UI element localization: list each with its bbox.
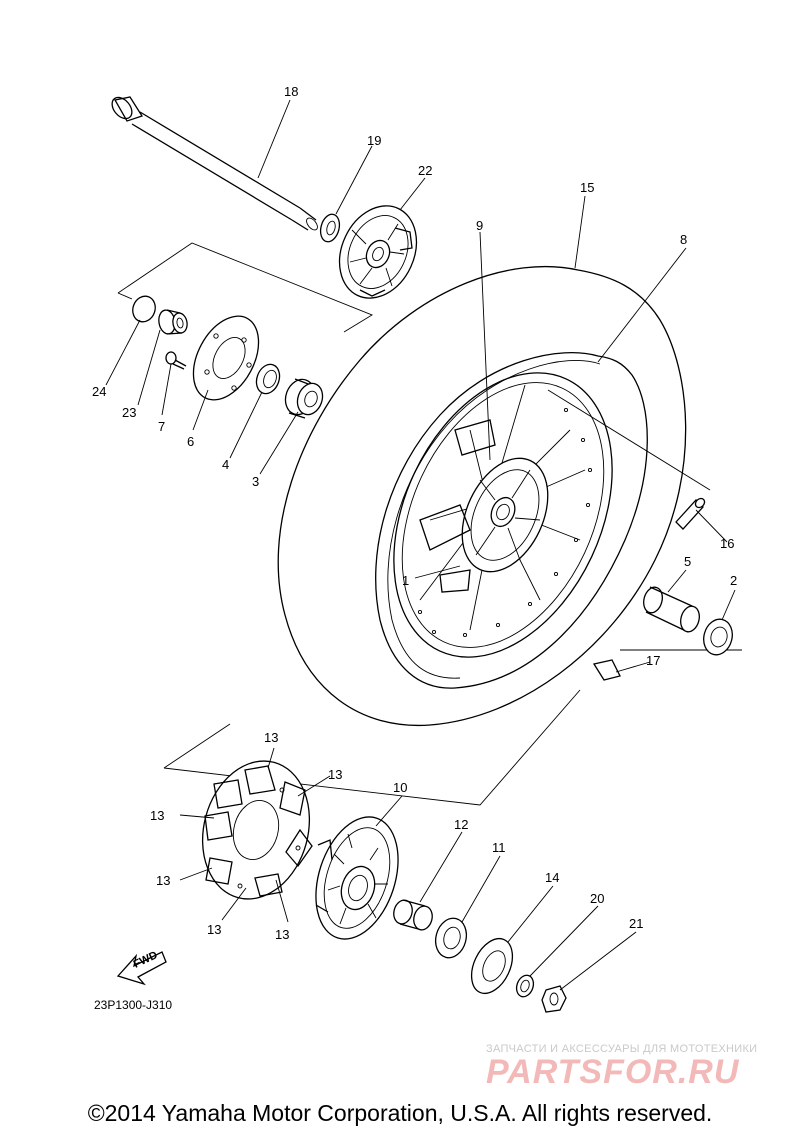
label-13-lower-left: 13 (156, 873, 170, 888)
rim-spoke-holes (417, 407, 593, 638)
collar-part-12 (393, 899, 433, 931)
label-1: 1 (402, 573, 409, 588)
label-13-right: 13 (328, 767, 342, 782)
label-15: 15 (580, 180, 594, 195)
cover-part-22 (338, 205, 418, 299)
label-5: 5 (684, 554, 691, 569)
sprocket-hub-part-10 (315, 816, 399, 940)
label-21: 21 (629, 916, 643, 931)
tire-part-15 (277, 265, 687, 727)
part-labels: 18 19 22 15 9 8 24 23 7 6 4 3 1 16 5 2 1… (92, 84, 737, 942)
copyright-notice: ©2014 Yamaha Motor Corporation, U.S.A. A… (87, 1100, 713, 1126)
label-19: 19 (367, 133, 381, 148)
label-3: 3 (252, 474, 259, 489)
watermark-subtitle: ЗАПЧАСТИ И АКСЕССУАРЫ ДЛЯ МОТОТЕХНИКИ (486, 1043, 758, 1055)
bearing-part-3 (284, 378, 324, 419)
forward-arrow-icon (116, 951, 167, 986)
label-6: 6 (187, 434, 194, 449)
label-20: 20 (590, 891, 604, 906)
label-7: 7 (158, 419, 165, 434)
label-14: 14 (545, 870, 559, 885)
group-outline-right (547, 389, 742, 651)
disc-part-6 (192, 315, 260, 401)
bolt-part-7 (165, 351, 187, 370)
label-17: 17 (646, 653, 660, 668)
washer-part-19 (319, 213, 341, 243)
label-13-left: 13 (150, 808, 164, 823)
label-11: 11 (492, 840, 506, 855)
label-4: 4 (222, 457, 229, 472)
label-8: 8 (680, 232, 687, 247)
washer-part-20 (515, 974, 535, 998)
label-10: 10 (393, 780, 407, 795)
leader-lines (105, 99, 736, 991)
label-13-top: 13 (264, 730, 278, 745)
rim-assembly (393, 372, 613, 658)
drawing-code: 23P1300-J310 (94, 998, 173, 1012)
label-12: 12 (454, 817, 468, 832)
spacer-part-5 (643, 586, 700, 633)
label-9: 9 (476, 218, 483, 233)
damper-cluster-part-13 (201, 760, 313, 900)
label-13-bottom-right: 13 (275, 927, 289, 942)
collar-part-23 (158, 309, 188, 335)
axle-part-18 (111, 96, 318, 231)
group-outline-left (117, 242, 374, 333)
seal-part-14 (470, 937, 514, 995)
valve-part-16 (675, 497, 706, 530)
label-18: 18 (284, 84, 298, 99)
label-13-bottom-left: 13 (207, 922, 221, 937)
seal-part-4 (255, 363, 281, 395)
bearing-part-2 (703, 618, 733, 656)
label-2: 2 (730, 573, 737, 588)
weight-part-17 (592, 659, 621, 681)
label-24: 24 (92, 384, 106, 399)
bearing-part-11 (434, 917, 468, 959)
watermark-logo: PARTSFOR.RU (486, 1053, 740, 1091)
o-ring-part-24 (132, 295, 156, 323)
label-23: 23 (122, 405, 136, 420)
label-16: 16 (720, 536, 734, 551)
nut-part-21 (541, 985, 567, 1013)
label-22: 22 (418, 163, 432, 178)
